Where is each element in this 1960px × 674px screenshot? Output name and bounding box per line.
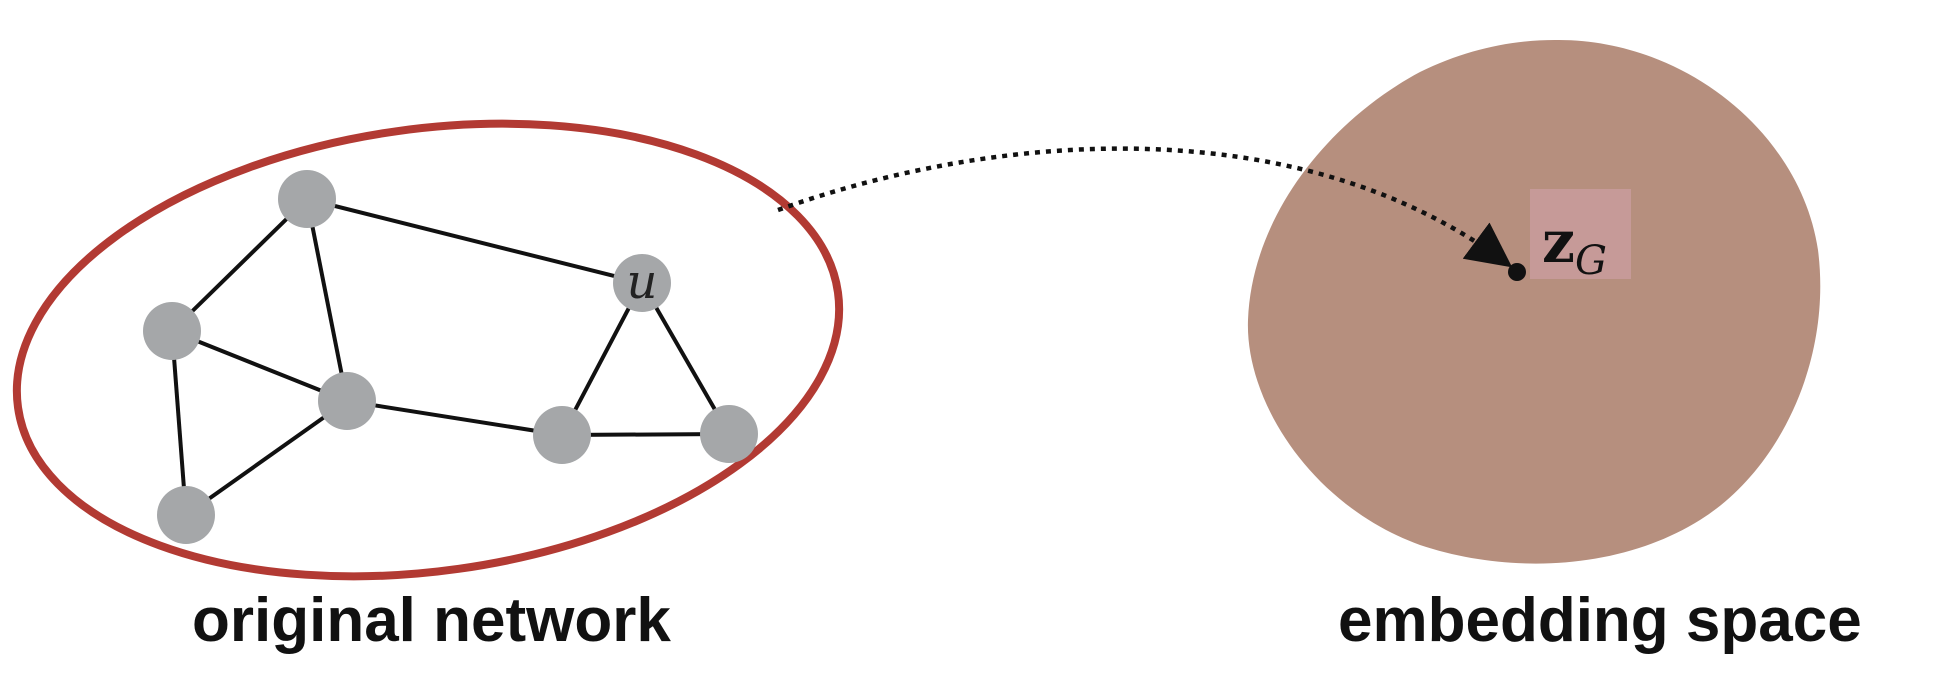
embedding-space-caption: embedding space	[1338, 586, 1862, 655]
graph-node	[533, 406, 591, 464]
original-network-caption: original network	[192, 586, 671, 655]
graph-nodes	[143, 170, 758, 544]
graph-edge	[640, 282, 731, 435]
graph-node	[318, 372, 376, 430]
graph-edge	[184, 399, 349, 517]
graph-edge	[306, 197, 643, 285]
graph-node	[700, 405, 758, 463]
graph-edge	[171, 329, 348, 403]
node-label-u: u	[627, 254, 658, 310]
mapping-arrow	[777, 146, 1513, 268]
graph-edges	[170, 197, 731, 517]
embedding-label-box	[1530, 189, 1631, 279]
network-outline	[12, 119, 844, 581]
graph-node	[157, 486, 215, 544]
graph-edge	[346, 399, 563, 437]
graph-edge	[170, 330, 188, 516]
graph-edge	[305, 198, 349, 402]
graph-node-u	[613, 254, 671, 312]
embedding-space-blob	[1247, 39, 1821, 564]
graph-node	[278, 170, 336, 228]
embedding-vector-label: zG	[1542, 208, 1607, 284]
graph-node	[143, 302, 201, 360]
embedding-point	[1508, 263, 1526, 281]
embedding-vector-symbol: z	[1542, 208, 1575, 276]
graph-edge	[170, 197, 309, 333]
embedding-vector-subscript: G	[1575, 238, 1607, 284]
